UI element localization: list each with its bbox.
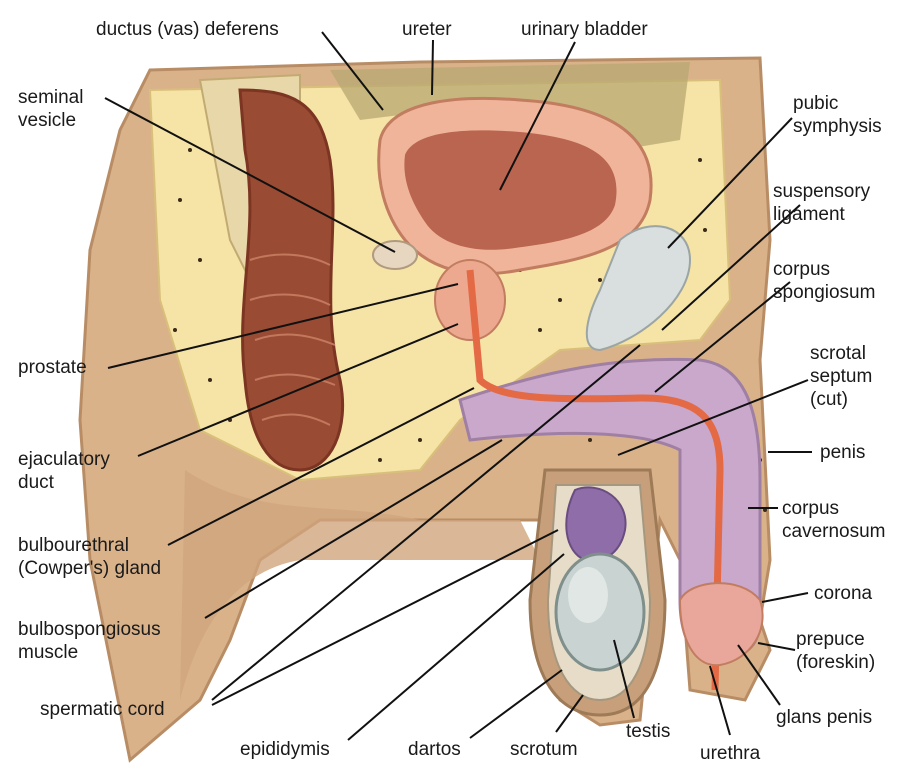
leader-dartos (470, 670, 562, 738)
label-prostate: prostate (18, 356, 87, 379)
label-testis: testis (626, 720, 670, 743)
label-spermatic-cord: spermatic cord (40, 698, 165, 721)
label-scrotal-septum: scrotal septum (cut) (810, 342, 872, 411)
label-pubic-symphysis: pubic symphysis (793, 92, 882, 138)
label-ductus-deferens: ductus (vas) deferens (96, 18, 279, 41)
label-ureter: ureter (402, 18, 452, 41)
label-urethra: urethra (700, 742, 760, 765)
label-ejaculatory-duct: ejaculatory duct (18, 448, 110, 494)
leader-ureter (432, 40, 433, 95)
leader-corona (762, 593, 808, 602)
label-seminal-vesicle: seminal vesicle (18, 86, 83, 132)
label-glans-penis: glans penis (776, 706, 872, 729)
label-bulbourethral-gland: bulbourethral (Cowper's) gland (18, 534, 161, 580)
bladder-lumen (404, 130, 616, 249)
label-corpus-cavernosum: corpus cavernosum (782, 497, 886, 543)
label-prepuce: prepuce (foreskin) (796, 628, 875, 674)
seminal-vesicle (373, 241, 417, 269)
label-scrotum: scrotum (510, 738, 578, 761)
epididymis (566, 487, 625, 561)
rectum (240, 90, 343, 470)
label-corona: corona (814, 582, 872, 605)
label-corpus-spongiosum: corpus spongiosum (773, 258, 875, 304)
testis-highlight (568, 567, 608, 623)
label-bulbospongiosus-muscle: bulbospongiosus muscle (18, 618, 161, 664)
label-urinary-bladder: urinary bladder (521, 18, 648, 41)
label-penis: penis (820, 441, 865, 464)
label-suspensory-ligament: suspensory ligament (773, 180, 870, 226)
label-epididymis: epididymis (240, 738, 330, 761)
label-dartos: dartos (408, 738, 461, 761)
